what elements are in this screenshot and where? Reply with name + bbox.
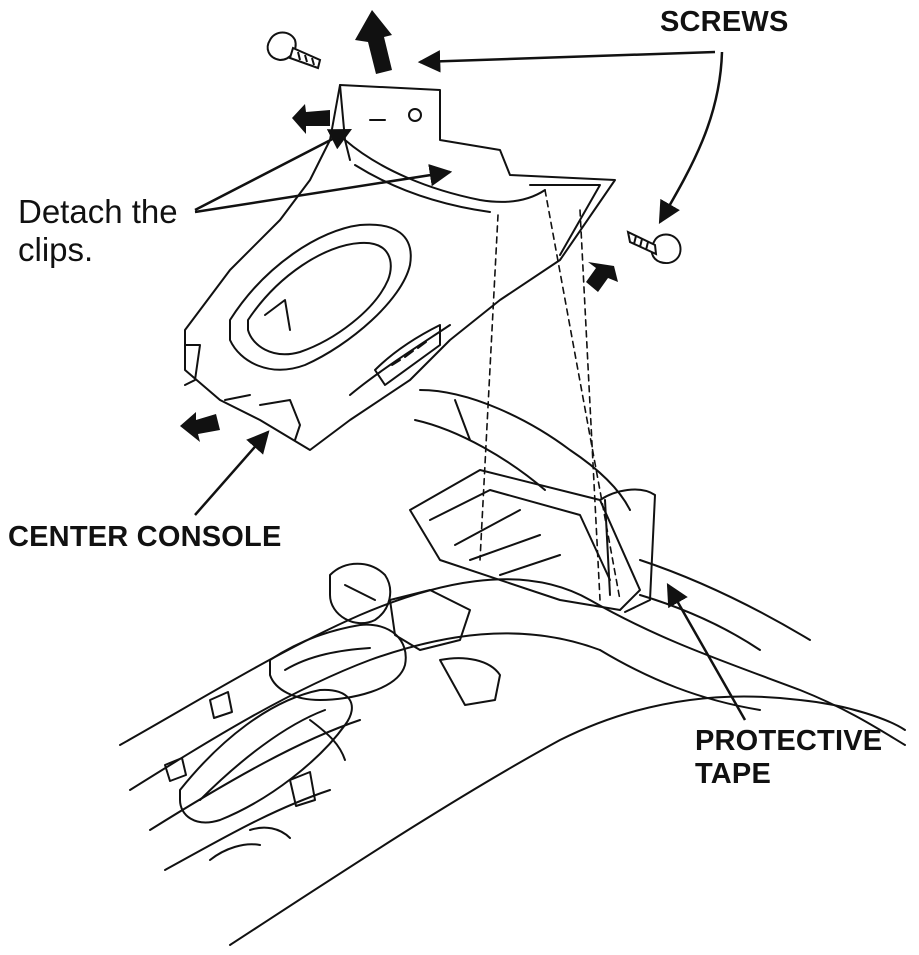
shifter-assembly <box>164 562 501 861</box>
screws-leader-left <box>417 50 716 73</box>
block-arrow-icon <box>180 412 220 442</box>
block-arrow-icon <box>355 10 392 74</box>
console-leader <box>194 430 270 516</box>
center-console-label: CENTER CONSOLE <box>8 521 282 553</box>
screws-leader-right <box>658 51 724 224</box>
screw-icon <box>266 31 322 70</box>
tape-leader <box>666 583 747 721</box>
floor-tunnel <box>119 559 906 946</box>
clip-leader-lower <box>194 164 453 214</box>
screw-icon <box>626 230 682 264</box>
alignment-guides <box>479 189 621 601</box>
block-arrow-icon <box>292 104 330 134</box>
clip-leader-upper <box>194 128 352 212</box>
protective-tape-line-2: TAPE <box>695 758 771 791</box>
protective-tape-label: PROTECTIVE TAPE <box>695 725 882 792</box>
protective-tape-line-1: PROTECTIVE <box>695 725 883 757</box>
detach-clips-line-1: Detach the <box>18 193 178 230</box>
center-console-panel <box>184 84 616 451</box>
detach-clips-label: Detach the clips. <box>18 193 178 269</box>
screws-label: SCREWS <box>660 6 789 38</box>
lower-console-bracket <box>409 389 656 613</box>
block-arrow-icon <box>586 262 618 292</box>
detach-clips-line-2: clips. <box>18 230 94 268</box>
